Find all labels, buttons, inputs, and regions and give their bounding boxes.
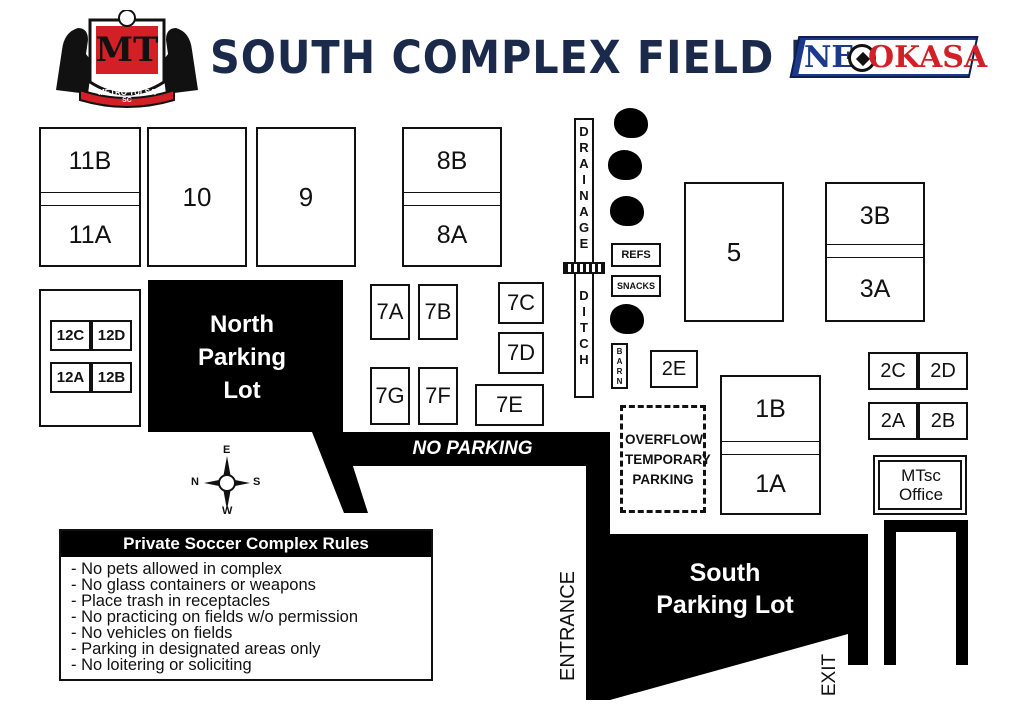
logo-sub: SC bbox=[122, 97, 132, 104]
rule-item: - No loitering or soliciting bbox=[71, 656, 252, 674]
rules-panel: Private Soccer Complex Rules - No pets a… bbox=[59, 529, 433, 681]
rule-item: - No practicing on fields w/o permission bbox=[71, 608, 359, 626]
field-2b[interactable]: 2B bbox=[918, 402, 968, 440]
field-2c[interactable]: 2C bbox=[868, 352, 918, 390]
tree-icon bbox=[608, 150, 642, 180]
north-parking-label: North Parking Lot bbox=[197, 311, 287, 404]
rule-item: - No vehicles on fields bbox=[71, 624, 233, 642]
compass-n: N bbox=[191, 476, 199, 488]
rule-item: - Parking in designated areas only bbox=[71, 640, 321, 658]
field-8a-label: 8A bbox=[436, 220, 468, 249]
field-1a-label: 1A bbox=[755, 469, 786, 498]
barn-building: B A R N bbox=[611, 343, 628, 389]
field-5[interactable]: 5 bbox=[684, 182, 784, 322]
logo-text: METRO TULSA bbox=[98, 88, 156, 97]
field-3b-label: 3B bbox=[859, 201, 891, 230]
field-7a[interactable]: 7A bbox=[370, 284, 410, 340]
field-7d[interactable]: 7D bbox=[498, 332, 544, 374]
logo-part2: OKASA bbox=[868, 40, 988, 75]
compass-s: S bbox=[253, 476, 261, 488]
no-parking-label: NO PARKING bbox=[412, 438, 533, 459]
exit-label: EXIT bbox=[819, 653, 840, 697]
overflow-label: OVERFLOW TEMPORARY PARKING bbox=[625, 432, 711, 487]
field-7e[interactable]: 7E bbox=[475, 384, 544, 426]
drainage-ditch: D R A I N A G E D I T C H bbox=[574, 118, 594, 398]
field-7f[interactable]: 7F bbox=[418, 367, 458, 425]
rule-item: - Place trash in receptacles bbox=[71, 592, 271, 610]
field-11[interactable]: 11B 11A bbox=[39, 127, 141, 267]
rule-item: - No glass containers or weapons bbox=[71, 576, 316, 594]
tree-icon bbox=[610, 196, 644, 226]
neoksa-logo: NE OKASA bbox=[789, 30, 987, 90]
snacks-building: SNACKS bbox=[611, 275, 661, 297]
mtsc-office[interactable]: MTsc Office bbox=[873, 455, 967, 515]
field-12a[interactable]: 12A bbox=[50, 362, 91, 393]
field-1[interactable]: 1B 1A bbox=[720, 375, 821, 515]
field-8b-label: 8B bbox=[436, 146, 468, 175]
logo-part1: NE bbox=[804, 40, 855, 75]
field-11b-label: 11B bbox=[68, 146, 112, 175]
office-label: MTsc Office bbox=[898, 466, 944, 504]
field-1b-label: 1B bbox=[755, 394, 786, 423]
compass-w: W bbox=[222, 505, 233, 517]
field-11a-label: 11A bbox=[68, 220, 112, 249]
south-parking-lot bbox=[586, 534, 868, 700]
field-12d[interactable]: 12D bbox=[91, 320, 132, 351]
field-12c[interactable]: 12C bbox=[50, 320, 91, 351]
field-9[interactable]: 9 bbox=[256, 127, 356, 267]
field-7c[interactable]: 7C bbox=[498, 282, 544, 324]
overflow-parking: OVERFLOW TEMPORARY PARKING bbox=[620, 405, 711, 513]
rules-title: Private Soccer Complex Rules bbox=[61, 531, 431, 557]
refs-building: REFS bbox=[611, 243, 661, 267]
field-2a[interactable]: 2A bbox=[868, 402, 918, 440]
field-3a-label: 3A bbox=[859, 274, 891, 303]
rule-item: - No pets allowed in complex bbox=[71, 560, 282, 578]
field-7g[interactable]: 7G bbox=[370, 367, 410, 425]
field-7b[interactable]: 7B bbox=[418, 284, 458, 340]
field-5-label: 5 bbox=[726, 236, 742, 267]
field-12b[interactable]: 12B bbox=[91, 362, 132, 393]
field-12[interactable]: 12C 12D 12A 12B bbox=[39, 289, 141, 427]
rules-list: - No pets allowed in complex - No glass … bbox=[71, 560, 359, 674]
metro-tulsa-logo: MT METRO TULSA SC bbox=[52, 9, 202, 110]
south-parking-label: South Parking Lot bbox=[656, 559, 794, 619]
field-10[interactable]: 10 bbox=[147, 127, 247, 267]
ditch-bridge bbox=[563, 262, 605, 274]
tree-icon bbox=[614, 108, 648, 138]
field-10-label: 10 bbox=[182, 181, 212, 212]
field-9-label: 9 bbox=[298, 181, 314, 212]
soccer-ball-icon bbox=[848, 44, 876, 72]
compass-e: E bbox=[223, 444, 231, 456]
field-8[interactable]: 8B 8A bbox=[402, 127, 502, 267]
compass-icon bbox=[204, 456, 250, 510]
compass-rose: E N S W bbox=[190, 444, 265, 518]
field-2d[interactable]: 2D bbox=[918, 352, 968, 390]
field-3[interactable]: 3B 3A bbox=[825, 182, 925, 322]
logo-monogram: MT bbox=[95, 30, 159, 70]
entrance-label: ENTRANCE bbox=[557, 571, 579, 682]
tree-icon bbox=[610, 304, 644, 334]
field-2e[interactable]: 2E bbox=[650, 350, 698, 388]
